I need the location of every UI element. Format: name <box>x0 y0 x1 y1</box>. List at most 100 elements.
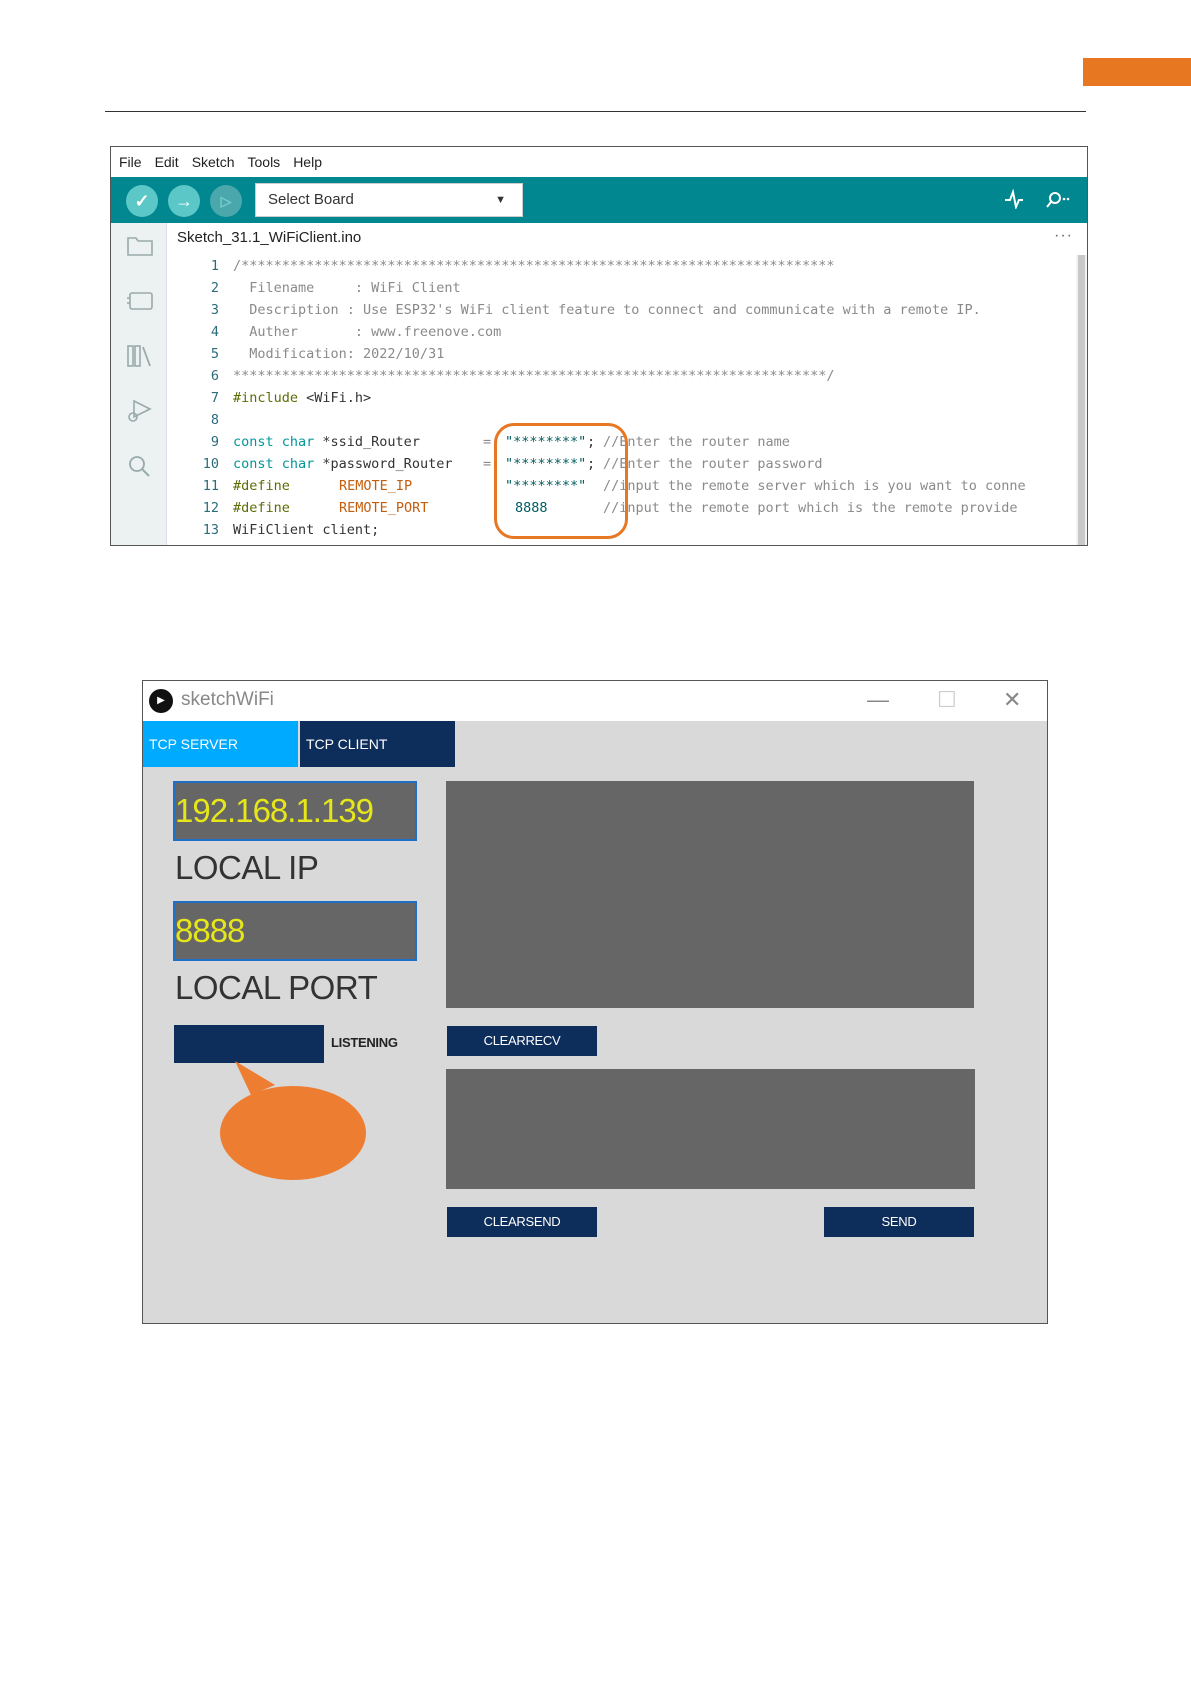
menu-edit[interactable]: Edit <box>154 154 179 170</box>
local-ip-field[interactable]: 192.168.1.139 <box>173 781 417 841</box>
maximize-icon[interactable]: ☐ <box>937 687 957 712</box>
code-line: Modification: 2022/10/31 <box>233 346 445 362</box>
more-options-icon[interactable]: ··· <box>1054 227 1073 244</box>
clearrecv-button[interactable]: CLEARRECV <box>447 1026 597 1056</box>
code-line: const char *password_Router <box>233 453 452 475</box>
code-token: #define <box>233 478 290 494</box>
serial-plotter-icon[interactable] <box>1004 188 1024 215</box>
code-token: #include <box>233 390 299 406</box>
editor-scrollbar[interactable] <box>1076 255 1087 545</box>
code-token: "********" <box>505 456 587 472</box>
debug-sidebar-icon[interactable] <box>125 397 155 427</box>
code-line: WiFiClient client; <box>233 522 380 538</box>
code-token: 8888 <box>515 500 548 516</box>
line-number: 4 <box>210 324 219 340</box>
code-token: REMOTE_IP <box>339 475 412 497</box>
code-token: #define <box>233 500 290 516</box>
code-line: ****************************************… <box>233 368 835 384</box>
code-token: //input the remote server which is you w… <box>603 478 1026 494</box>
line-number: 7 <box>210 390 219 406</box>
boards-manager-icon[interactable] <box>125 289 155 319</box>
serial-monitor-icon[interactable] <box>1043 189 1073 215</box>
ide-toolbar: ✓ → ▷ Select Board ▼ <box>111 177 1087 223</box>
code-token: ; <box>587 456 596 472</box>
code-line: #define <box>233 475 290 497</box>
board-select-label: Select Board <box>268 191 354 208</box>
clearsend-button[interactable]: CLEARSEND <box>447 1207 597 1237</box>
page-corner-tab <box>1083 58 1191 86</box>
app-logo-icon: ▶ <box>149 689 173 713</box>
send-button[interactable]: SEND <box>824 1207 974 1237</box>
code-token: ; <box>587 434 596 450</box>
code-token: //Enter the router name <box>603 434 790 450</box>
code-token: const char <box>233 434 315 450</box>
line-number: 6 <box>210 368 219 384</box>
menu-bar: File Edit Sketch Tools Help <box>111 147 1087 177</box>
highlight-annotation <box>494 423 628 539</box>
line-number: 5 <box>210 346 219 362</box>
menu-file[interactable]: File <box>119 154 142 170</box>
line-number: 1 <box>210 258 219 274</box>
line-number: 11 <box>202 478 219 494</box>
line-number: 12 <box>202 500 219 516</box>
tab-sketch-file[interactable]: Sketch_31.1_WiFiClient.ino <box>177 229 362 246</box>
debug-icon[interactable]: ▷ <box>210 185 242 217</box>
code-line: #include <WiFi.h> <box>233 387 371 409</box>
library-icon[interactable] <box>125 343 155 373</box>
code-token: //input the remote port which is the rem… <box>603 500 1018 516</box>
code-token: const char <box>233 456 315 472</box>
code-line: /***************************************… <box>233 258 835 274</box>
code-token: "********" <box>505 434 587 450</box>
code-line: const char *ssid_Router <box>233 431 420 453</box>
menu-sketch[interactable]: Sketch <box>191 154 235 170</box>
code-token: REMOTE_PORT <box>339 497 428 519</box>
line-number: 13 <box>202 522 219 538</box>
verify-icon[interactable]: ✓ <box>126 185 158 217</box>
code-token: <WiFi.h> <box>298 390 372 406</box>
send-textarea[interactable] <box>446 1069 975 1189</box>
local-port-label: LOCAL PORT <box>175 969 378 1006</box>
callout-bubble <box>220 1061 366 1180</box>
code-line: Description : Use ESP32's WiFi client fe… <box>233 302 981 318</box>
code-editor[interactable]: /***************************************… <box>233 255 1075 545</box>
menu-help[interactable]: Help <box>293 154 322 170</box>
close-icon[interactable]: ✕ <box>1003 687 1022 712</box>
code-line: Auther : www.freenove.com <box>233 324 502 340</box>
tab-tcp-client[interactable]: TCP CLIENT <box>300 721 455 767</box>
code-token: *ssid_Router <box>314 434 420 450</box>
upload-icon[interactable]: → <box>168 185 200 217</box>
title-bar: ▶ sketchWiFi — ☐ ✕ <box>143 681 1047 721</box>
menu-tools[interactable]: Tools <box>247 154 281 170</box>
line-number-gutter: 1 2 3 4 5 6 7 8 9 10 11 12 13 <box>167 255 233 545</box>
code-token: = <box>483 434 492 450</box>
code-line: #define <box>233 497 290 519</box>
code-token: REMOTE_PORT <box>339 500 429 516</box>
local-port-field[interactable]: 8888 <box>173 901 417 961</box>
arduino-ide-window: File Edit Sketch Tools Help ✓ → ▷ Select… <box>110 146 1088 546</box>
local-ip-label: LOCAL IP <box>175 849 319 886</box>
line-number: 3 <box>210 302 219 318</box>
scrollbar-thumb[interactable] <box>1078 255 1085 545</box>
header-rule <box>105 111 1086 112</box>
sketchwifi-window: ▶ sketchWiFi — ☐ ✕ TCP SERVER TCP CLIENT… <box>142 680 1048 1324</box>
window-title: sketchWiFi <box>181 689 274 710</box>
tab-tcp-server[interactable]: TCP SERVER <box>143 721 298 767</box>
listening-label: LISTENING <box>331 1035 398 1050</box>
chevron-down-icon: ▼ <box>495 194 506 206</box>
code-token: REMOTE_IP <box>339 478 413 494</box>
minimize-icon[interactable]: — <box>867 687 889 712</box>
line-number: 9 <box>210 434 219 450</box>
code-token: "********" <box>505 478 587 494</box>
search-icon[interactable] <box>125 453 155 483</box>
line-number: 10 <box>202 456 219 472</box>
code-token: //Enter the router password <box>603 456 823 472</box>
code-line: Filename : WiFi Client <box>233 280 461 296</box>
folder-icon[interactable] <box>125 233 155 263</box>
line-number: 8 <box>210 412 219 428</box>
listening-button[interactable] <box>174 1025 324 1063</box>
code-token: = <box>483 456 492 472</box>
board-select-dropdown[interactable]: Select Board ▼ <box>255 183 523 217</box>
ide-sidebar <box>111 223 167 545</box>
code-token: *password_Router <box>314 456 453 472</box>
receive-textarea[interactable] <box>446 781 974 1008</box>
